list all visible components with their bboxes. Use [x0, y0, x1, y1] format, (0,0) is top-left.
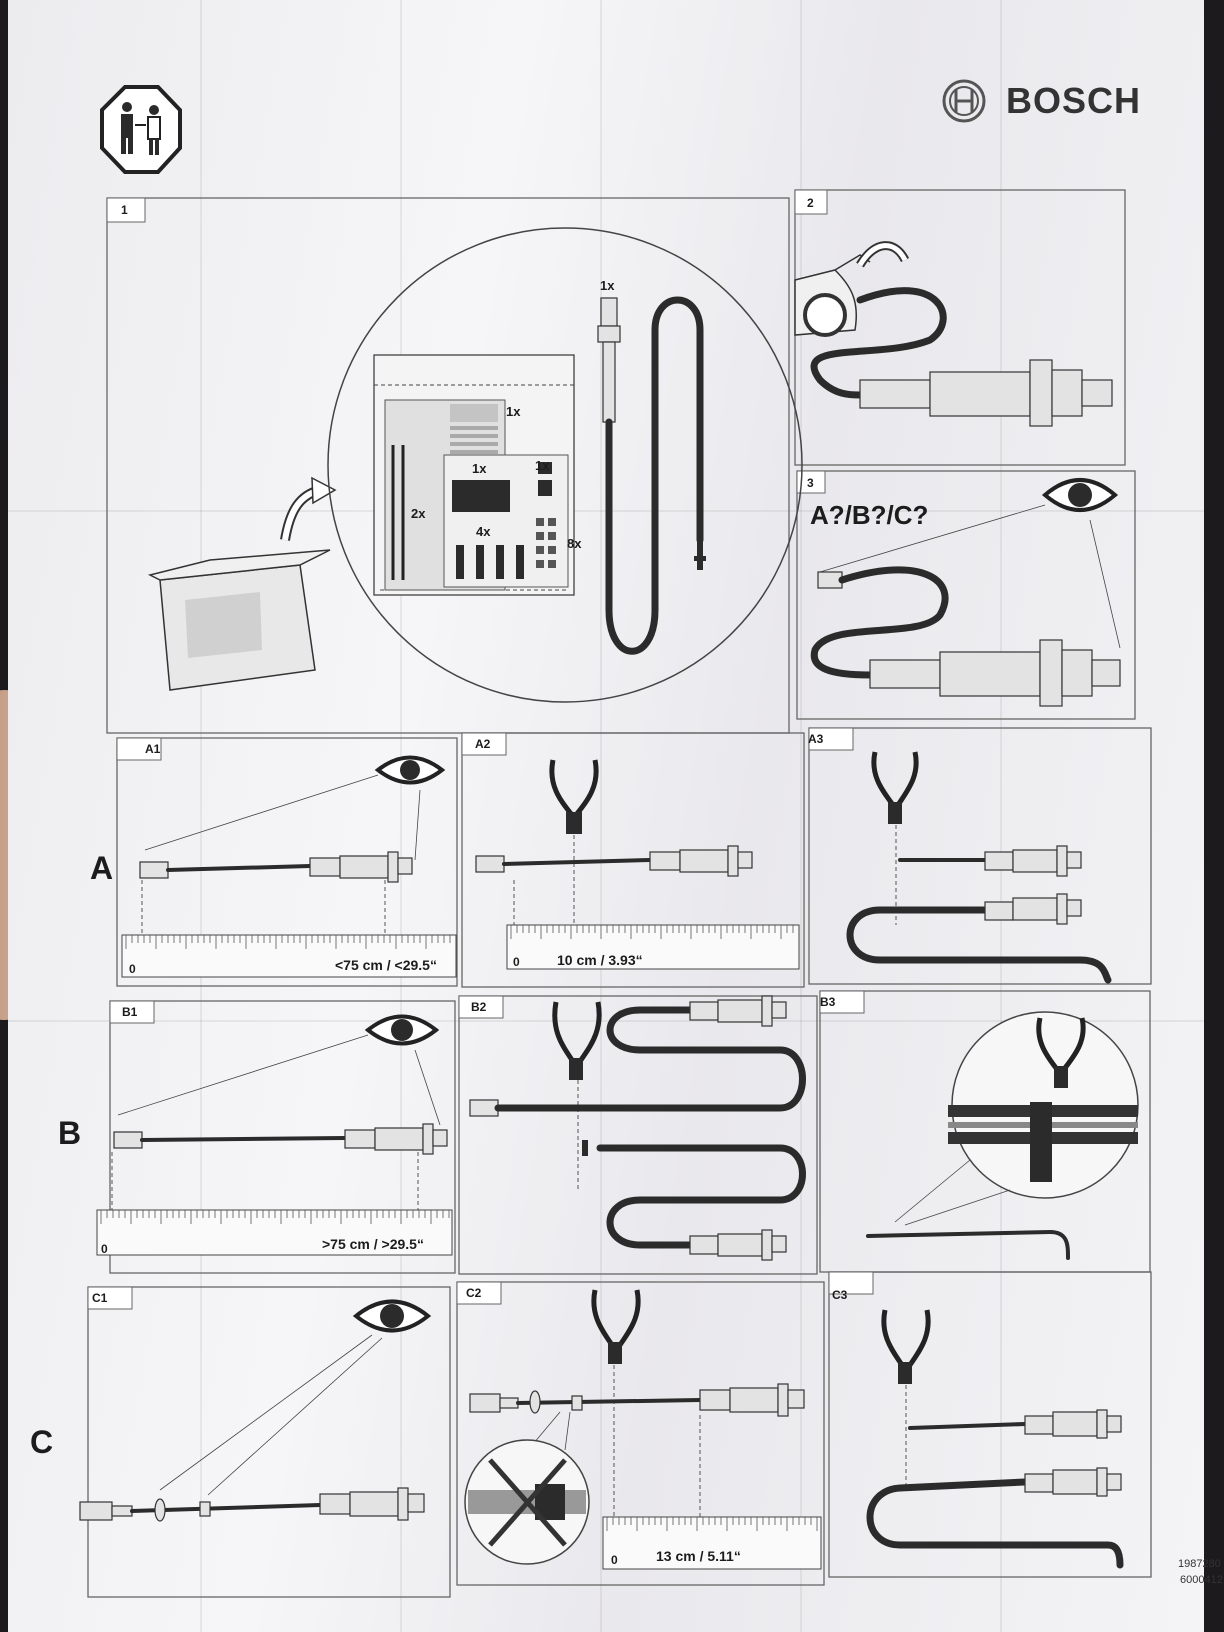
- panel-a2-frame: [461, 732, 805, 988]
- safety-instruction-icon: [100, 85, 182, 174]
- qty-seals: 8x: [567, 536, 582, 551]
- kit-contents-bag: [373, 354, 575, 596]
- pliers-icon: [881, 1309, 931, 1384]
- ruler: [602, 1516, 822, 1570]
- panel-3-frame: [796, 470, 1136, 720]
- ruler-b1-measure: >75 cm / >29.5“: [322, 1236, 424, 1252]
- panel-b1-frame: [109, 1000, 456, 1274]
- panel-c2-frame: [456, 1281, 825, 1586]
- panel-c3-label: C3: [832, 1288, 848, 1302]
- qty-connector: 1x: [472, 461, 487, 476]
- row-label-a: A: [90, 850, 114, 886]
- pliers-icon: [549, 759, 599, 834]
- ruler: [121, 934, 457, 978]
- qty-plug: 1x: [535, 458, 550, 473]
- panel-c1-frame: [87, 1286, 451, 1598]
- panel-1-label: 1: [121, 203, 128, 217]
- qty-terminals: 4x: [476, 524, 491, 539]
- row-label-b: B: [58, 1115, 82, 1151]
- ruler: [506, 924, 800, 970]
- ruler-b1-zero: 0: [101, 1242, 108, 1256]
- eye-icon: [364, 1014, 440, 1046]
- bosch-logo-icon: [942, 79, 986, 123]
- eye-icon: [352, 1299, 432, 1333]
- panel-a2-label: A2: [475, 737, 491, 751]
- ruler-a2-zero: 0: [513, 955, 520, 969]
- panel-1-frame: [106, 197, 790, 734]
- eye-icon: [374, 755, 446, 785]
- qty-cable-ties: 2x: [411, 506, 426, 521]
- short-cable-sensor: [139, 851, 413, 883]
- panel-a3-frame: [808, 727, 1152, 985]
- sensor-type-question: A?/B?/C?: [810, 500, 929, 530]
- panel-a3-label: A3: [808, 732, 824, 746]
- part-number-2: 6000412: [1180, 1574, 1223, 1586]
- ruler-c2-zero: 0: [611, 1553, 618, 1567]
- part-number-1: 1987280: [1178, 1558, 1221, 1570]
- pliers-icon: [591, 1289, 641, 1364]
- ruler-a2-measure: 10 cm / 3.93“: [557, 952, 643, 968]
- qty-sensor: 1x: [600, 278, 615, 293]
- ruler-c2-measure: 13 cm / 5.11“: [656, 1548, 741, 1564]
- panel-3-label: 3: [807, 476, 814, 490]
- ruler-a1-measure: <75 cm / <29.5“: [335, 957, 437, 973]
- sensor-with-connector: [810, 566, 1121, 707]
- panel-2-label: 2: [807, 196, 814, 210]
- sensor-with-grommet: [79, 1487, 425, 1522]
- sensor-with-cable: [810, 287, 1113, 427]
- pliers-icon: [552, 1001, 602, 1080]
- panel-c1-label: C1: [92, 1291, 108, 1305]
- panel-b2-frame: [458, 995, 818, 1275]
- panel-b3-label: B3: [820, 995, 836, 1009]
- sensor-with-grommet: [469, 1383, 805, 1417]
- long-cable-sensor: [113, 1123, 448, 1155]
- car-icon: [794, 241, 910, 337]
- open-box-icon: [147, 476, 337, 691]
- panel-a1-label: A1: [145, 742, 161, 756]
- row-label-c: C: [30, 1424, 54, 1460]
- brand-name: BOSCH: [1006, 80, 1142, 121]
- panel-c2-label: C2: [466, 1286, 482, 1300]
- short-cable-sensor: [475, 845, 753, 877]
- pliers-icon: [1036, 1017, 1086, 1088]
- contents-magnifier: [327, 227, 803, 703]
- eye-icon: [1041, 478, 1119, 512]
- pliers-icon: [871, 751, 919, 824]
- panel-b2-label: B2: [471, 1000, 487, 1014]
- panel-c3-frame: [828, 1271, 1152, 1578]
- lambda-sensor-icon: [597, 296, 706, 655]
- panel-b1-label: B1: [122, 1005, 138, 1019]
- long-cable-sensor: [469, 995, 806, 1261]
- instruction-sheet: [8, 0, 1204, 1632]
- qty-instruction-sheet: 1x: [506, 404, 521, 419]
- ruler-a1-zero: 0: [129, 962, 136, 976]
- panel-a1-frame: [116, 737, 458, 987]
- ruler: [96, 1209, 453, 1256]
